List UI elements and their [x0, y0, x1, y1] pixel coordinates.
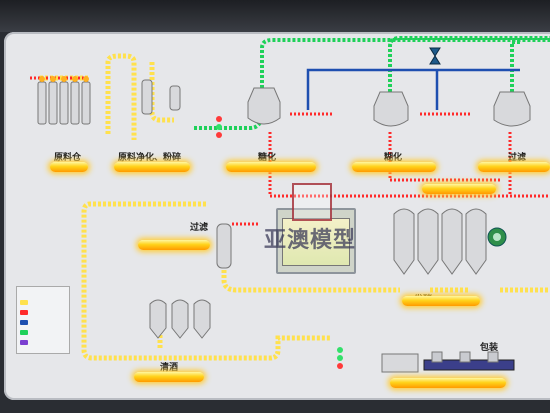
legend-row — [20, 319, 66, 327]
gelatinize-label: 糊化 — [384, 153, 403, 163]
purify-crush-label: 原料净化、粉碎 — [118, 153, 182, 163]
raw-silo-tanks — [37, 76, 91, 125]
purify-crush-indicator — [114, 162, 190, 172]
logo-icon — [292, 183, 332, 221]
filter-mid-label: 过滤 — [190, 223, 209, 233]
legend-swatch — [20, 330, 28, 335]
packaging-label: 包装 — [480, 343, 499, 353]
ferment-indicator — [402, 296, 480, 306]
legend-row — [20, 329, 66, 337]
clear-liquor-tanks — [149, 299, 211, 339]
filter-tank-icon — [493, 91, 531, 127]
crusher-icon — [169, 85, 181, 111]
clear-liquor-indicator — [134, 372, 204, 382]
saccharify-label: 糖化 — [258, 153, 277, 163]
filter-top-label: 过滤 — [508, 153, 527, 163]
filter-top-indicator — [478, 162, 550, 172]
watermark: 亚澳模型 — [264, 227, 357, 253]
gelatinize-tank-icon — [373, 91, 409, 127]
wort-line-indicator — [422, 184, 496, 194]
packaging-line — [381, 351, 515, 373]
saccharify-indicator — [226, 162, 316, 172]
blue-pipes — [306, 68, 520, 110]
raw-silo-label: 原料仓 — [54, 153, 82, 163]
legend-row — [20, 339, 66, 347]
signal-light-icon — [337, 347, 343, 369]
legend-swatch — [20, 310, 28, 315]
raw-silo-indicator — [50, 162, 88, 172]
signal-light-icon — [216, 116, 222, 138]
legend-row — [20, 309, 66, 317]
clear-liquor-label: 清酒 — [160, 363, 179, 373]
pump-icon — [487, 227, 507, 247]
fermentation-tanks — [393, 208, 487, 275]
legend-swatch — [20, 320, 28, 325]
legend-row — [20, 299, 66, 307]
legend-swatch — [20, 300, 28, 305]
background-top — [0, 0, 550, 32]
control-screen-display — [282, 218, 350, 266]
legend-swatch — [20, 340, 28, 345]
crusher-icon — [141, 79, 153, 115]
saccharify-tank-icon — [247, 87, 281, 125]
packaging-indicator — [390, 378, 506, 388]
legend — [16, 286, 70, 354]
gelatinize-indicator — [352, 162, 436, 172]
valve-icon — [429, 47, 441, 65]
filter-mid-indicator — [138, 240, 210, 250]
filter-column-icon — [216, 223, 232, 269]
